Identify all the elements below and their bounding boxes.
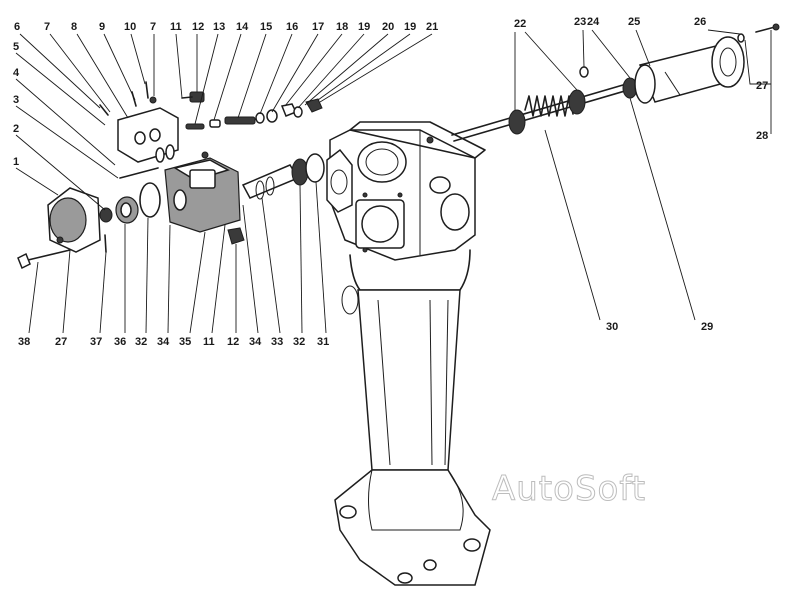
shaft-assembly — [451, 23, 780, 142]
callout-15: 15 — [260, 21, 272, 33]
callout-8: 8 — [71, 21, 77, 33]
callout-14: 14 — [236, 21, 249, 33]
callout-10: 10 — [124, 21, 136, 33]
callout-31: 31 — [317, 336, 329, 348]
callout-7: 7 — [44, 21, 50, 33]
steering-column-housing — [326, 121, 491, 586]
callout-34-b: 34 — [249, 336, 262, 348]
callout-19-b: 19 — [404, 21, 416, 33]
left-valve-assembly — [17, 81, 325, 270]
callout-37: 37 — [90, 336, 102, 348]
callout-35: 35 — [179, 336, 191, 348]
callout-30: 30 — [606, 321, 618, 333]
callout-22: 22 — [514, 18, 526, 30]
watermark-text: AutoSoft — [492, 469, 646, 509]
callout-21: 21 — [426, 21, 438, 33]
callout-labels: 6 7 8 9 10 7 11 12 13 14 15 16 17 18 19 … — [13, 16, 768, 348]
callout-33: 33 — [271, 336, 283, 348]
callout-3: 3 — [13, 94, 19, 106]
callout-7-b: 7 — [150, 21, 156, 33]
callout-5: 5 — [13, 41, 19, 53]
callout-12: 12 — [192, 21, 204, 33]
callout-12-bottom: 12 — [227, 336, 239, 348]
callout-11: 11 — [170, 21, 182, 33]
callout-23: 23 — [574, 16, 586, 28]
callout-24: 24 — [587, 16, 600, 28]
callout-19: 19 — [358, 21, 370, 33]
callout-6: 6 — [14, 21, 20, 33]
callout-1: 1 — [13, 156, 19, 168]
callout-38: 38 — [18, 336, 30, 348]
callout-16: 16 — [286, 21, 298, 33]
leader-lines — [15, 29, 772, 334]
callout-25: 25 — [628, 16, 640, 28]
callout-20: 20 — [382, 21, 394, 33]
callout-32: 32 — [135, 336, 147, 348]
callout-13: 13 — [213, 21, 225, 33]
callout-2: 2 — [13, 123, 19, 135]
callout-9: 9 — [99, 21, 105, 33]
callout-4: 4 — [13, 67, 20, 79]
callout-11-bottom: 11 — [203, 336, 215, 348]
callout-26: 26 — [694, 16, 706, 28]
callout-34: 34 — [157, 336, 170, 348]
callout-18: 18 — [336, 21, 348, 33]
callout-17: 17 — [312, 21, 324, 33]
callout-29: 29 — [701, 321, 713, 333]
callout-36: 36 — [114, 336, 126, 348]
callout-28: 28 — [756, 130, 768, 142]
callout-32-b: 32 — [293, 336, 305, 348]
callout-27-right: 27 — [756, 80, 768, 92]
callout-27-bottom: 27 — [55, 336, 67, 348]
